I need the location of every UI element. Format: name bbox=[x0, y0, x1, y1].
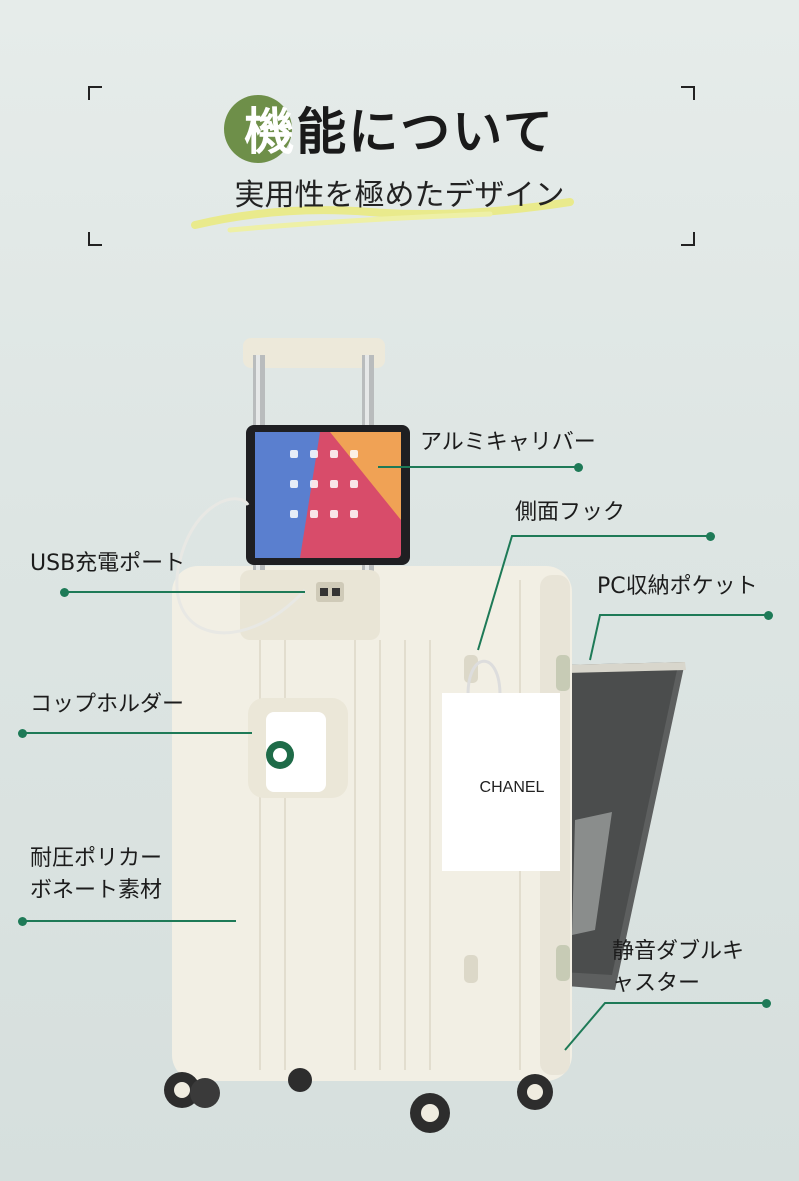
frame-corner-top-left bbox=[88, 86, 102, 100]
frame-corner-top-right bbox=[681, 86, 695, 100]
leader-dot-usb bbox=[60, 588, 69, 597]
leader-dot-handle bbox=[574, 463, 583, 472]
leader-dot-material bbox=[18, 917, 27, 926]
title-first-char: 機 bbox=[244, 103, 297, 161]
shopping-bag: CHANEL bbox=[442, 659, 560, 871]
frame-corner-bottom-right bbox=[681, 232, 695, 246]
feature-label-casters-line1: 静音ダブルキ bbox=[612, 939, 745, 964]
leader-dot-casters bbox=[762, 999, 771, 1008]
title-rest: 能について bbox=[296, 103, 555, 161]
leader-lines bbox=[22, 466, 768, 1051]
tablet bbox=[246, 425, 410, 565]
feature-label-cup-holder: コップホルダー bbox=[30, 692, 185, 717]
subtitle-underline-swoosh bbox=[191, 198, 574, 233]
title-accent-circle bbox=[224, 95, 292, 163]
leader-dot-pc-pocket bbox=[764, 611, 773, 620]
feature-label-material-line2: ボネート素材 bbox=[30, 878, 163, 903]
feature-label-casters-line2: ャスター bbox=[612, 971, 701, 996]
feature-label-pc-pocket: PC収納ポケット bbox=[597, 574, 758, 599]
feature-label-usb-port: USB充電ポート bbox=[30, 551, 186, 576]
feature-label-aluminum-handle: アルミキャリバー bbox=[420, 430, 596, 455]
pc-pocket-panel bbox=[555, 662, 686, 990]
feature-label-material-line1: 耐圧ポリカー bbox=[30, 846, 163, 871]
usb-port bbox=[175, 497, 344, 635]
page-title: 機能について bbox=[0, 92, 799, 164]
page-subtitle: 実用性を極めたデザイン bbox=[234, 178, 565, 213]
cup-holder bbox=[248, 698, 348, 798]
feature-label-side-hook: 側面フック bbox=[515, 500, 626, 525]
frame-corner-bottom-left bbox=[88, 232, 102, 246]
bag-brand: CHANEL bbox=[480, 779, 545, 796]
leader-dot-hook bbox=[706, 532, 715, 541]
leader-dot-cup-holder bbox=[18, 729, 27, 738]
spinner-wheels bbox=[164, 1068, 553, 1133]
